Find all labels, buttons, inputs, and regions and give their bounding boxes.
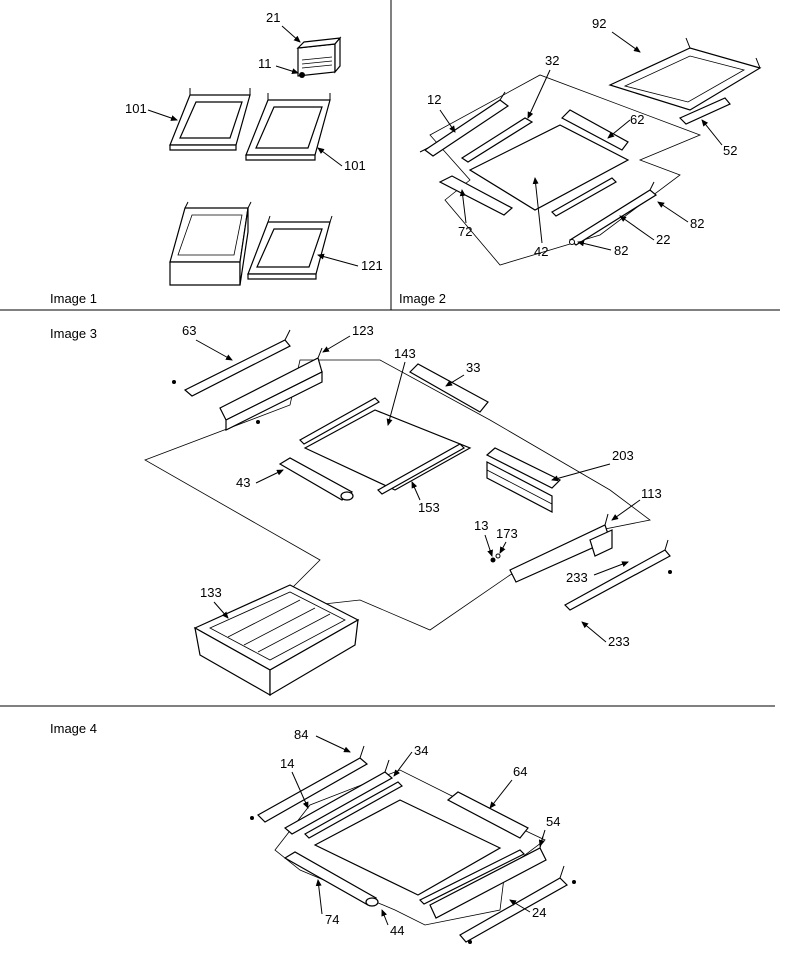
callout-233-lower: 233	[608, 634, 630, 649]
trim-62	[561, 109, 629, 151]
callout-203: 203	[612, 448, 634, 463]
rail-14	[283, 759, 394, 835]
trim-153	[377, 443, 465, 495]
rail-24	[459, 865, 576, 944]
glass-42	[468, 124, 630, 211]
image3-title: Image 3	[50, 326, 97, 341]
trim-34	[304, 781, 403, 839]
callout-173: 173	[496, 526, 518, 541]
callout-24: 24	[532, 905, 546, 920]
panel-203	[485, 447, 562, 513]
trim-upper-3	[299, 397, 380, 445]
shelf-101-right	[245, 93, 331, 161]
shelf-121	[247, 215, 333, 280]
callout-21: 21	[266, 10, 280, 25]
rails-233	[564, 539, 672, 611]
trim-43	[278, 457, 354, 501]
callout-143: 143	[394, 346, 416, 361]
rail-63	[172, 329, 291, 397]
trim-33	[409, 363, 489, 413]
callout-153: 153	[418, 500, 440, 515]
glass-44	[313, 799, 502, 896]
glass-143	[303, 409, 472, 491]
callout-113: 113	[641, 486, 662, 501]
bracket-123	[219, 347, 323, 431]
callout-63: 63	[182, 323, 196, 338]
callout-64: 64	[513, 764, 527, 779]
trim-lower-4	[418, 849, 526, 905]
callout-54: 54	[546, 814, 560, 829]
callout-12: 12	[427, 92, 441, 107]
drawer-left	[169, 201, 252, 286]
callout-72: 72	[458, 224, 472, 239]
trim-lower	[551, 177, 617, 217]
callout-123: 123	[352, 323, 374, 338]
trim-32	[460, 117, 534, 163]
callout-233-upper: 233	[566, 570, 588, 585]
rail-12	[419, 91, 510, 157]
image2-title: Image 2	[399, 291, 446, 306]
image4-title: Image 4	[50, 721, 97, 736]
frame-92	[608, 37, 762, 125]
callout-32: 32	[545, 53, 559, 68]
callout-34: 34	[414, 743, 428, 758]
callout-92: 92	[592, 16, 606, 31]
image1-panel: Image 1	[50, 10, 383, 306]
callout-62: 62	[630, 112, 644, 127]
image4-panel: Image 4	[50, 721, 576, 944]
callout-14: 14	[280, 756, 294, 771]
shelf-101-left	[169, 88, 251, 151]
screw-173	[495, 553, 501, 559]
image2-panel: Image 2 92	[399, 16, 762, 306]
callout-13: 13	[474, 518, 488, 533]
callout-101-left: 101	[125, 101, 147, 116]
callout-42: 42	[534, 244, 548, 259]
callout-84: 84	[294, 727, 308, 742]
clip-11	[299, 72, 305, 78]
image1-title: Image 1	[50, 291, 97, 306]
callout-33: 33	[466, 360, 480, 375]
screw-13	[490, 557, 496, 563]
drawer-133	[193, 584, 360, 697]
callout-121: 121	[361, 258, 383, 273]
callout-22: 22	[656, 232, 670, 247]
rail-22	[568, 181, 658, 246]
trim-72	[438, 175, 514, 216]
trim-64	[446, 791, 529, 839]
image3-panel: Image 3	[50, 323, 672, 697]
callout-82-upper: 82	[690, 216, 704, 231]
callout-52: 52	[723, 143, 737, 158]
callout-101-right: 101	[344, 158, 366, 173]
trim-74	[283, 851, 379, 907]
rail-84	[250, 745, 369, 823]
callout-82-lower: 82	[614, 243, 628, 258]
callout-74: 74	[325, 912, 339, 927]
bracket-113	[509, 513, 613, 583]
callout-44: 44	[390, 923, 404, 938]
panel-borders	[0, 0, 780, 707]
callout-133: 133	[200, 585, 222, 600]
callout-43: 43	[236, 475, 250, 490]
bin-21	[296, 36, 342, 77]
callout-11: 11	[258, 56, 272, 71]
